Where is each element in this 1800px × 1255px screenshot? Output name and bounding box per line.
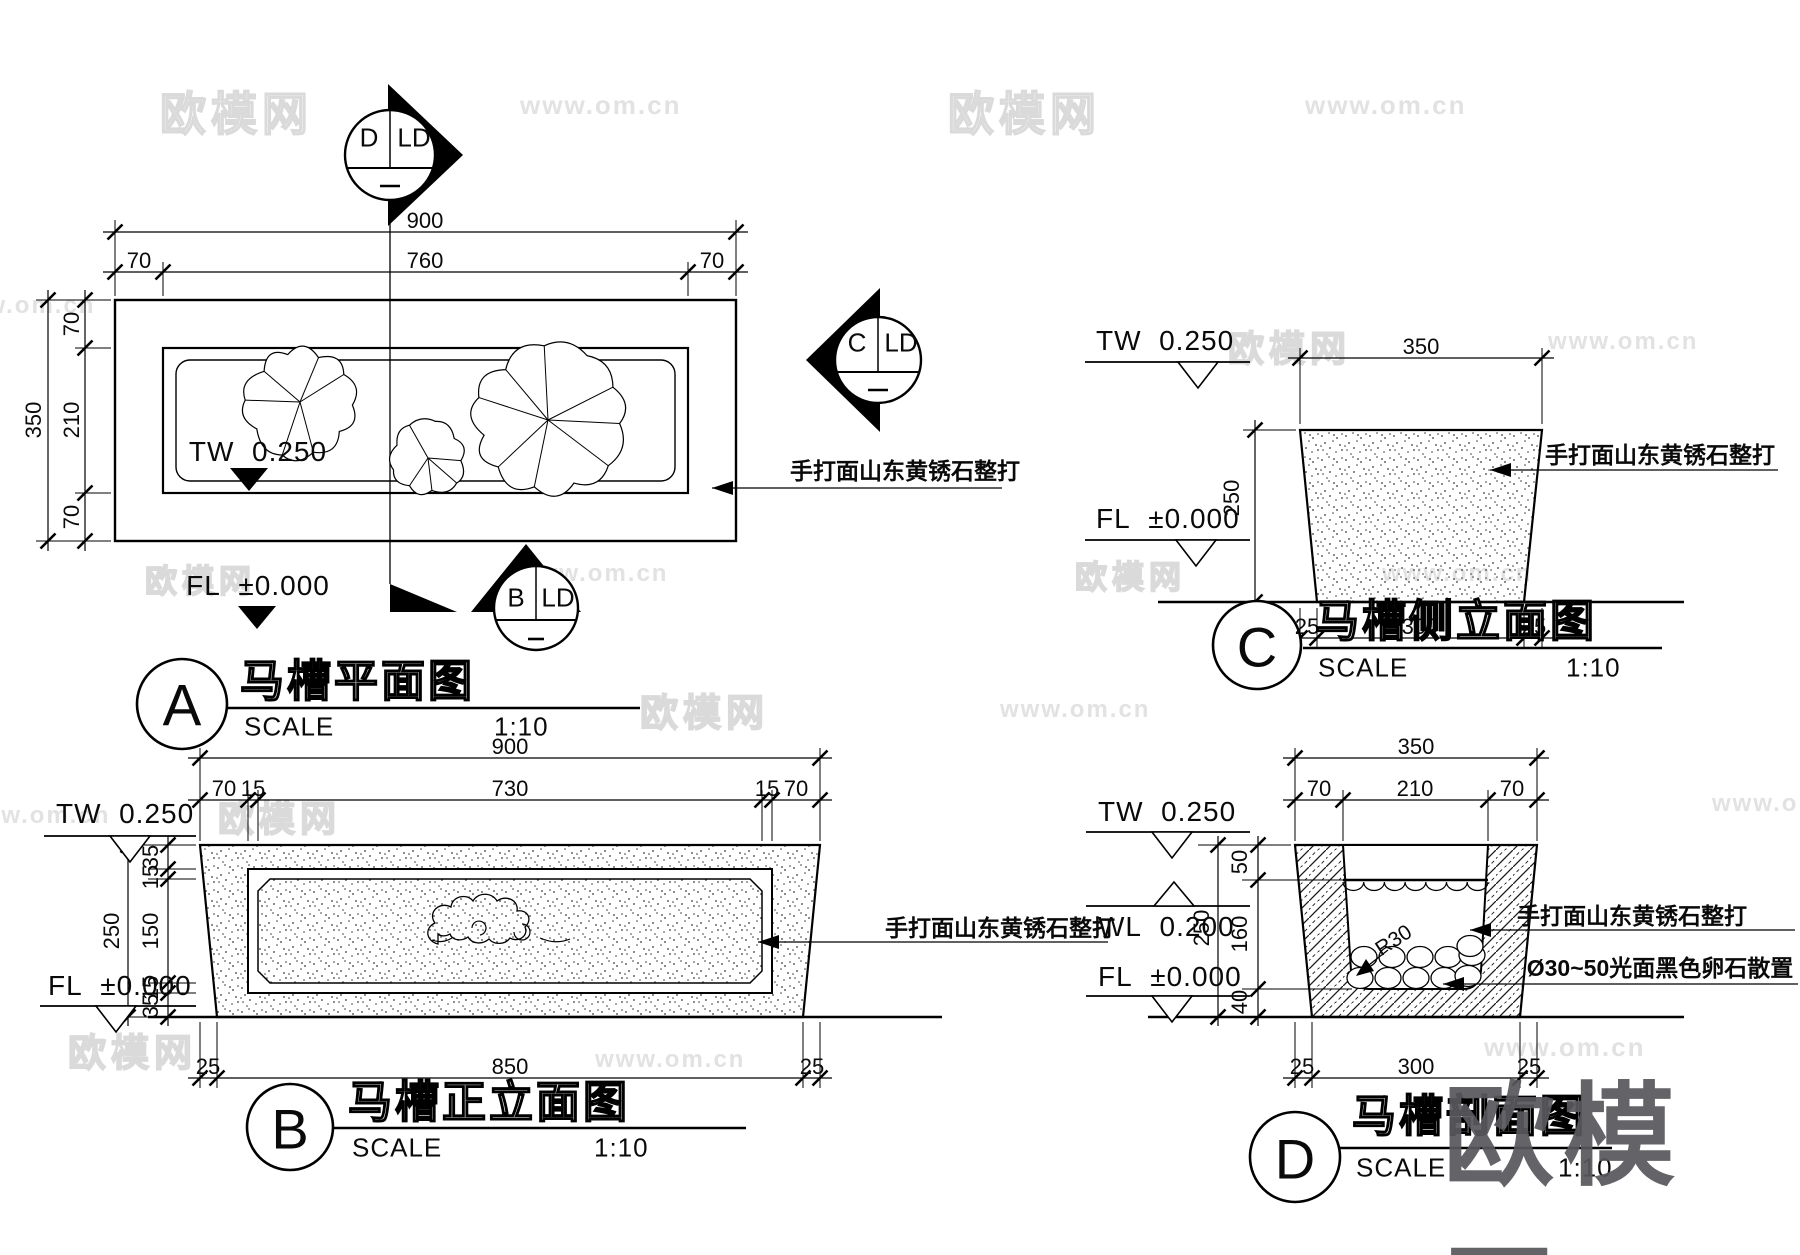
watermark-text: www.om.cn [1712,790,1800,817]
note-sec-stone: 手打面山东黄锈石整打 [1517,903,1747,929]
watermark-text: www.om.cn [595,1046,746,1073]
dim-side-25a: 25 [1294,614,1320,639]
watermark-text: www.om.cn [1305,90,1467,120]
dim-plan-left-70a: 70 [59,311,84,337]
level-side-tw: TW 0.250 [1096,325,1235,356]
dim-sec-70a: 70 [1306,776,1332,801]
dim-sec-40: 40 [1227,989,1252,1015]
dim-sec-70b: 70 [1499,776,1525,801]
note-side-stone: 手打面山东黄锈石整打 [1545,442,1775,468]
dim-plan-350: 350 [21,401,46,439]
dim-front-15b: 15 [754,776,780,801]
dim-front-25b: 25 [799,1054,825,1079]
level-side-fl: FL ±0.000 [1096,503,1240,534]
watermark-text: 欧模网 [217,797,342,840]
view-c-scale-value: 1:10 [1566,652,1621,683]
dim-sec-25b: 25 [1516,1054,1542,1079]
note-plan-stone: 手打面山东黄锈石整打 [790,458,1020,484]
dim-plan-left-70b: 70 [59,504,84,530]
dim-side-25b: 25 [1521,614,1547,639]
watermark-text: www.om.cn [520,90,682,120]
watermark-text: 欧模网 [947,87,1101,141]
dim-sec-300: 300 [1397,1054,1435,1079]
dim-front-70a: 70 [211,776,237,801]
view-b-scale-label: SCALE [352,1132,443,1163]
level-plan-tw: TW 0.250 [188,436,328,467]
dim-plan-70-left: 70 [126,248,152,273]
view-a-scale-value: 1:10 [494,711,549,742]
view-b-bubble-letter: B [271,1097,309,1161]
marker-bottom-letter: B [507,582,525,613]
watermark-text: 欧模网 [67,1032,198,1076]
watermark-text: 欧模网 [639,692,770,736]
note-front-stone: 手打面山东黄锈石整打 [885,915,1115,941]
dim-plan-70-right: 70 [699,248,725,273]
watermark-text: www.om.cn [1000,696,1151,723]
watermark-text: 欧模网 [159,87,313,141]
dim-plan-760: 760 [406,248,444,273]
dim-side-350: 350 [1402,334,1440,359]
dim-side-300: 300 [1401,614,1439,639]
level-front-fl: FL ±0.000 [48,970,192,1001]
marker-top-ld: LD [397,122,431,153]
level-plan-fl: FL ±0.000 [186,570,330,601]
view-c-scale-label: SCALE [1318,652,1409,683]
view-a-title: 马槽平面图 [239,656,475,707]
dim-front-730: 730 [491,776,529,801]
view-b-title: 马槽正立面图 [347,1077,630,1128]
dim-front-15c: 15 [138,864,163,890]
level-sec-tw: TW 0.250 [1098,796,1237,827]
dim-sec-25a: 25 [1289,1054,1315,1079]
dim-front-250: 250 [99,912,124,950]
marker-bottom-ld: LD [541,582,575,613]
marker-right-ld: LD [884,327,918,358]
dim-front-25a: 25 [195,1054,221,1079]
view-c-bubble-letter: C [1236,615,1278,679]
dim-front-15a: 15 [240,776,266,801]
view-c-title: 马槽侧立面图 [1314,596,1597,647]
view-d-scale-label: SCALE [1356,1152,1447,1183]
watermark-text: www.om.cn [1548,328,1699,355]
dim-front-900: 900 [491,734,529,759]
view-a-bubble-letter: A [162,673,202,739]
dim-front-70b: 70 [783,776,809,801]
dim-plan-210: 210 [59,401,84,439]
view-d-title: 马槽剖面图 [1351,1091,1587,1142]
dim-sec-350: 350 [1397,734,1435,759]
level-sec-wl: WL 0.200 [1098,911,1235,942]
level-front-tw: TW 0.250 [56,798,195,829]
dim-sec-210: 210 [1396,776,1434,801]
marker-right-letter: C [847,327,867,358]
marker-top-letter: D [359,122,379,153]
dim-front-150: 150 [138,912,163,950]
watermark-text: www.om.cn [0,802,111,829]
view-d-scale-value: 1:10 [1558,1152,1613,1183]
watermark-text: 欧模网 [144,562,257,600]
dim-sec-50: 50 [1227,849,1252,875]
dim-plan-total: 900 [406,208,444,233]
watermark-text: 欧模网 [1074,558,1187,596]
view-b-scale-value: 1:10 [594,1132,649,1163]
note-sec-pebble: Ø30~50光面黑色卵石散置 [1526,955,1794,981]
watermark-text: www.om.cn [1484,1032,1646,1062]
view-d-bubble-letter: D [1274,1127,1316,1191]
dim-front-850: 850 [491,1054,529,1079]
watermark-corner-brand: 欧模网 [1443,1074,1683,1255]
view-a-scale-label: SCALE [244,711,335,742]
level-sec-fl: FL ±0.000 [1098,961,1242,992]
